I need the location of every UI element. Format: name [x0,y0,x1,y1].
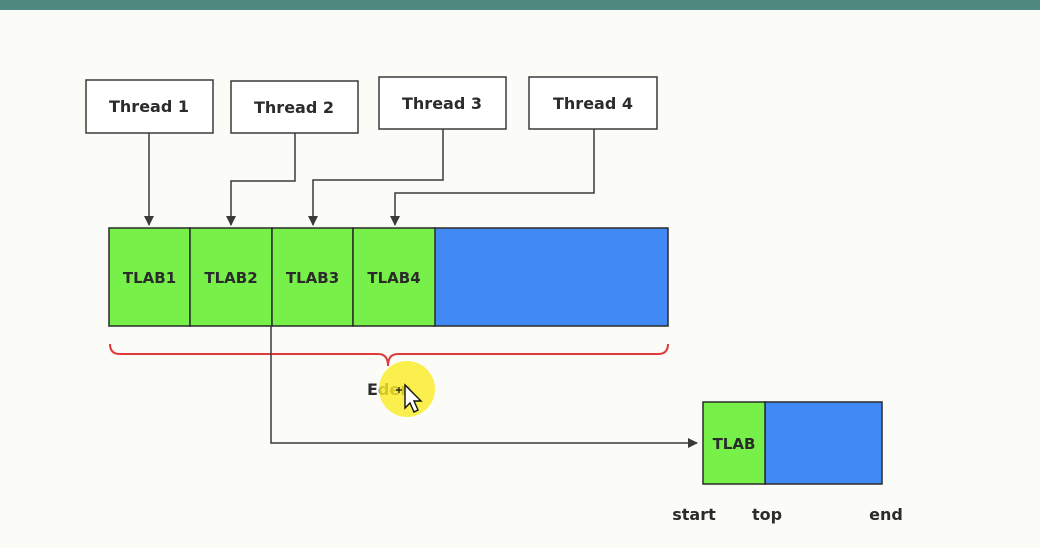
tlab-block-4: TLAB4 [352,227,436,327]
thread-label-4: Thread 4 [553,94,633,113]
connector-thread4-tlab4 [390,129,595,226]
detail-tlab-label: TLAB [713,435,756,453]
pointer-start-label: start [672,505,716,524]
tlab-label-4: TLAB4 [367,269,420,287]
thread-box-1: Thread 1 [85,79,214,134]
tlab-label-1: TLAB1 [123,269,176,287]
cursor-highlight [379,361,435,417]
detail-tlab: TLAB [702,401,883,485]
eden-brace [109,343,669,367]
detail-free-space [764,401,883,485]
thread-label-3: Thread 3 [402,94,482,113]
tlab-block-1: TLAB1 [108,227,191,327]
thread-box-2: Thread 2 [230,80,359,134]
tlab-label-3: TLAB3 [286,269,339,287]
detail-used-space [702,401,766,485]
eden-free-space [433,227,669,327]
thread-label-1: Thread 1 [109,97,189,116]
header-bar [0,0,1040,10]
tlab-label-2: TLAB2 [204,269,257,287]
connector-thread2-tlab2 [226,133,296,226]
tlab-block-2: TLAB2 [189,227,273,327]
connector-thread3-tlab3 [308,129,444,226]
pointer-top-label: top [752,505,782,524]
connector-tlab-detail [270,326,698,448]
tlab-block-3: TLAB3 [271,227,354,327]
thread-box-4: Thread 4 [528,76,658,130]
pointer-end-label: end [869,505,903,524]
thread-box-3: Thread 3 [378,76,507,130]
thread-label-2: Thread 2 [254,98,334,117]
